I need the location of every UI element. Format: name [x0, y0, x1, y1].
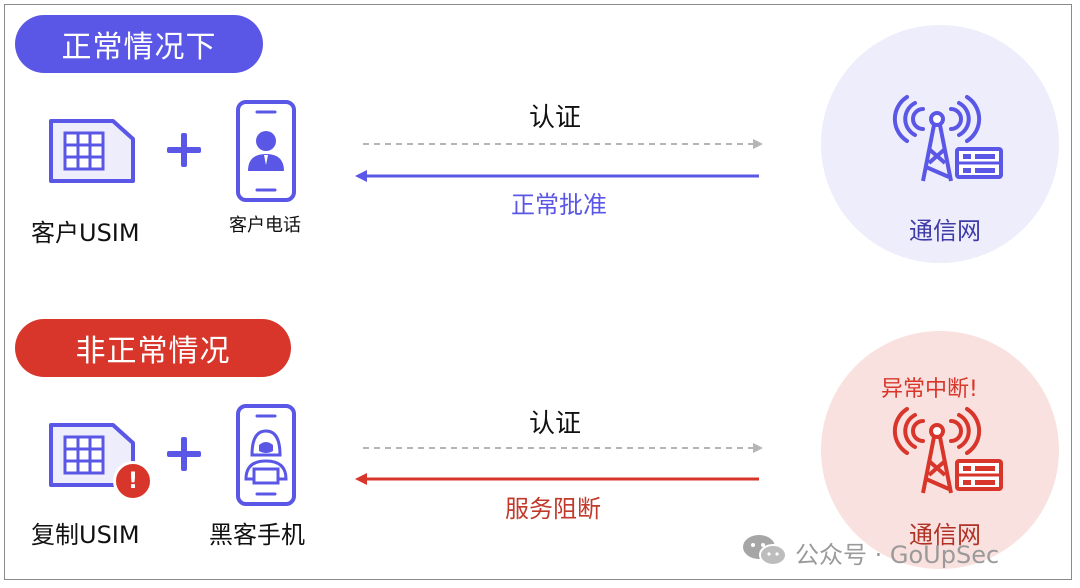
plus-icon [167, 437, 201, 471]
abnormal-auth-label: 认证 [529, 409, 582, 439]
warning-badge-text: ! [127, 468, 139, 494]
normal-response-label: 正常批准 [511, 191, 607, 219]
abnormal-sim-label: 复制USIM [31, 521, 140, 549]
abnormal-network-circle [821, 331, 1059, 569]
cell-tower-icon [892, 95, 1003, 182]
abnormal-phone-label: 黑客手机 [209, 521, 305, 549]
normal-sim-label: 客户USIM [31, 219, 140, 247]
wechat-icon [743, 535, 787, 566]
diagram-frame: 正常情况下 客户USIM 客户电话 认证 正常批准 [4, 4, 1072, 580]
normal-auth-arrow [363, 139, 763, 149]
normal-response-arrow [355, 170, 759, 182]
phone-hacker-icon [236, 404, 296, 506]
cell-tower-icon [892, 407, 1003, 494]
abnormal-network-label: 通信网 [909, 521, 981, 549]
abnormal-alert-label: 异常中断! [881, 377, 978, 402]
normal-auth-label: 认证 [529, 103, 582, 133]
normal-phone-label: 客户电话 [229, 215, 301, 236]
normal-network-circle [821, 25, 1059, 263]
normal-network-label: 通信网 [909, 217, 981, 245]
abnormal-auth-arrow [363, 443, 763, 453]
sim-card-icon [49, 119, 135, 183]
normal-case-title: 正常情况下 [15, 15, 263, 73]
abnormal-response-arrow [355, 473, 759, 485]
plus-icon [167, 133, 201, 167]
warning-badge-icon: ! [113, 461, 153, 501]
abnormal-response-label: 服务阻断 [505, 495, 601, 523]
watermark-text: 公众号 · GoUpSec [795, 541, 1000, 569]
sim-card-icon [49, 423, 135, 487]
abnormal-case-title: 非正常情况 [15, 319, 291, 377]
phone-user-icon [236, 100, 296, 202]
